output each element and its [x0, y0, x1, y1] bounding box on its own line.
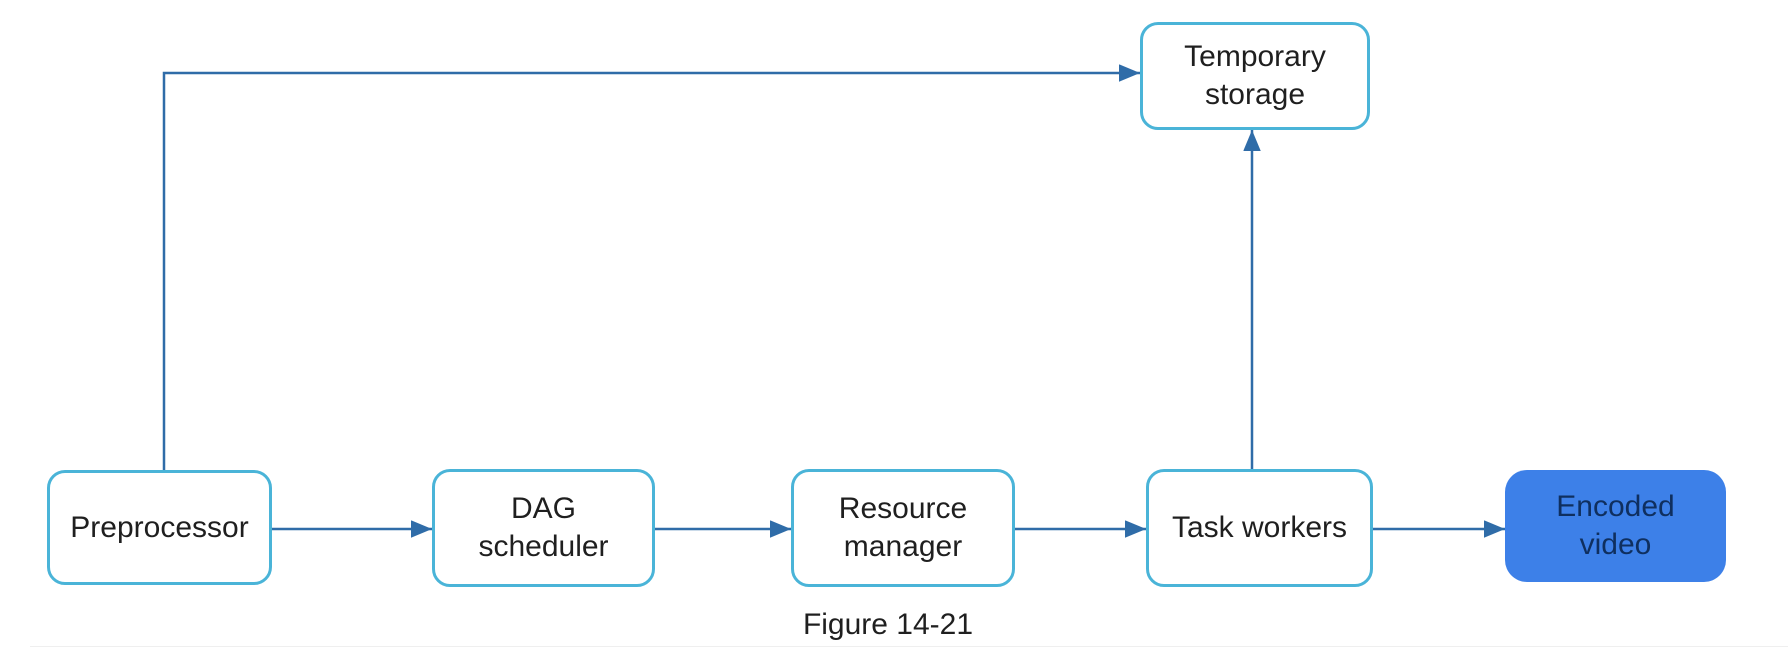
bottom-edge-line — [30, 646, 1788, 647]
node-encoded-video-label: Encoded video — [1556, 490, 1675, 561]
node-temporary-storage-label: Temporary storage — [1184, 40, 1326, 111]
node-dag-scheduler-label: DAG scheduler — [478, 492, 609, 563]
node-task-workers-label: Task workers — [1171, 511, 1348, 544]
node-preprocessor: Preprocessor — [47, 470, 272, 585]
node-preprocessor-label: Preprocessor — [70, 510, 249, 544]
node-task-workers: Task workers — [1146, 469, 1373, 587]
node-resource-manager: Resource manager — [791, 469, 1015, 587]
figure-caption: Figure 14-21 — [802, 608, 974, 641]
edge-preprocessor-to-temporary-storage — [162, 64, 1140, 470]
node-resource-manager-label: Resource manager — [838, 492, 968, 563]
node-temporary-storage: Temporary storage — [1140, 22, 1370, 130]
node-dag-scheduler: DAG scheduler — [432, 469, 655, 587]
node-encoded-video: Encoded video — [1505, 470, 1726, 582]
